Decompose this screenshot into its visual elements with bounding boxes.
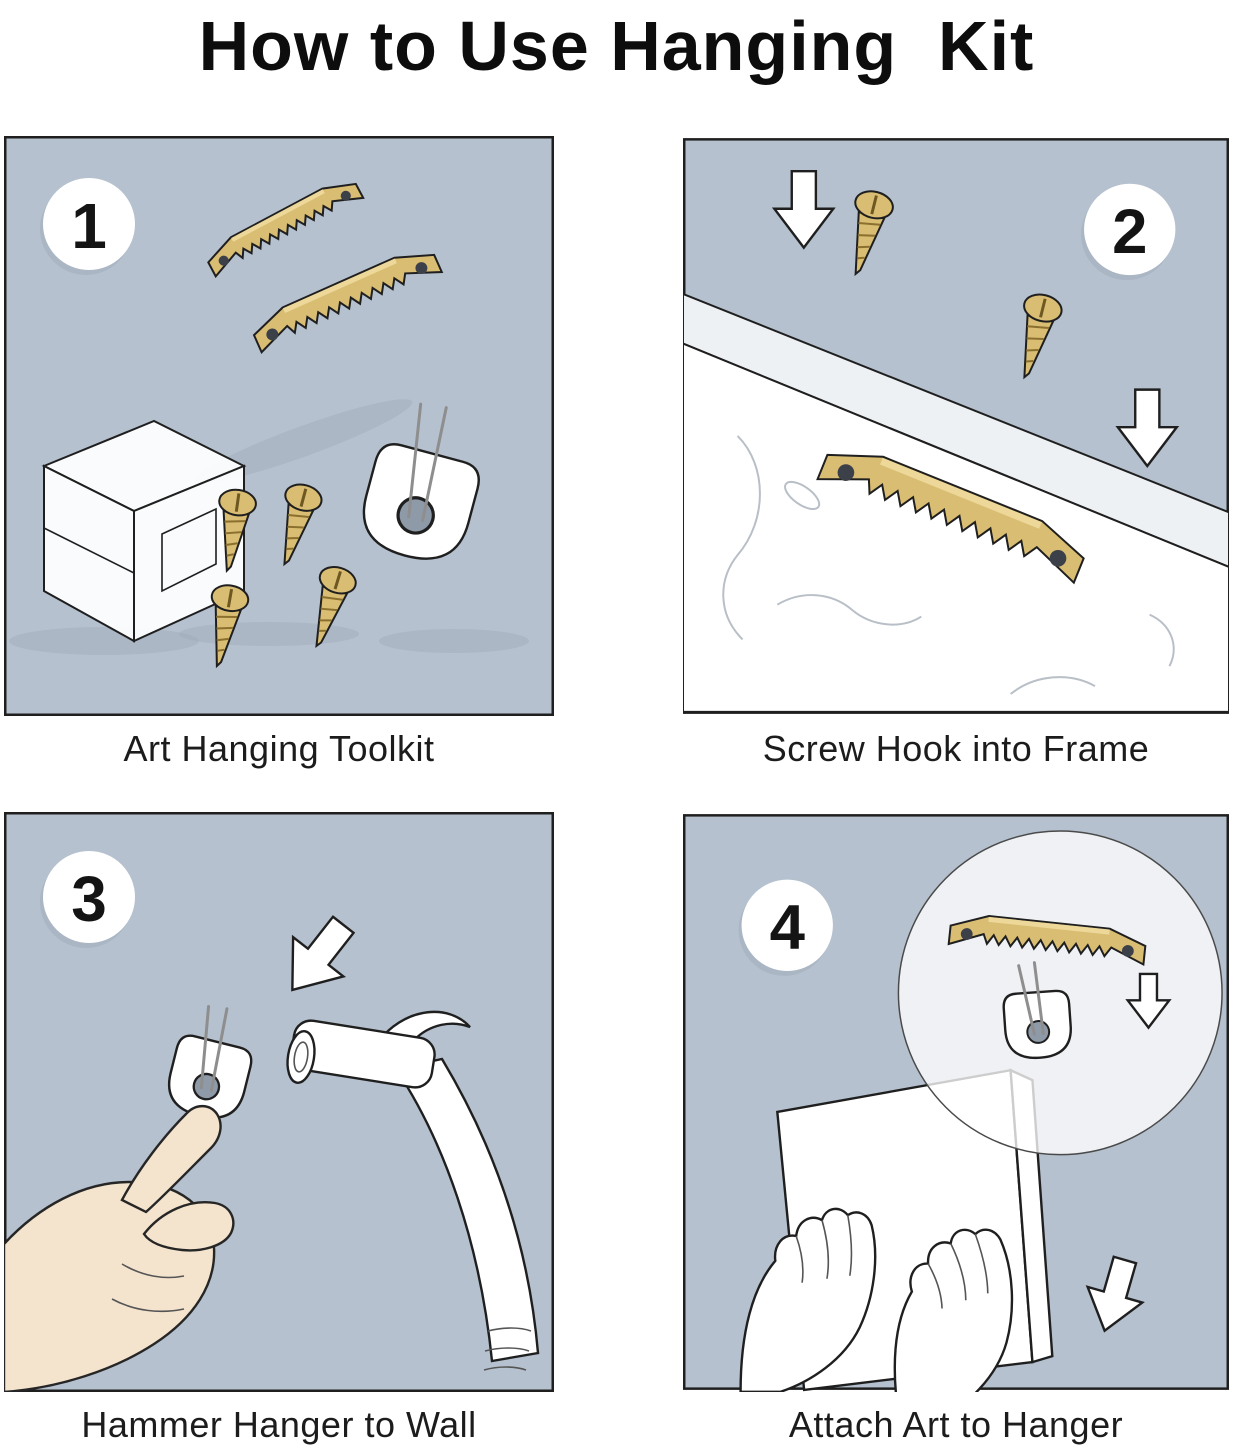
wood-grain: [722, 435, 1175, 695]
step-number: 1: [71, 190, 107, 262]
step-4-illustration: 4: [683, 812, 1229, 1392]
step-number-badge: 2: [1081, 183, 1176, 281]
step-number: 4: [770, 892, 805, 963]
step-3-canvas: 3: [4, 812, 554, 1392]
step-number: 2: [1112, 196, 1147, 267]
step-4-caption: Attach Art to Hanger: [788, 1404, 1124, 1445]
step-3: 3 Hammer Hanger to Wall: [4, 812, 554, 1446]
step-1-caption: Art Hanging Toolkit: [123, 728, 435, 769]
step-number-badge: 4: [738, 879, 833, 976]
step-4: 4 Attach Art to Hanger: [683, 812, 1229, 1446]
step-2-caption: Screw Hook into Frame: [762, 728, 1150, 769]
step-1-illustration: 1: [4, 136, 554, 716]
frame-molding: [683, 292, 1229, 713]
zoom-detail: [897, 830, 1223, 1156]
thumb: [142, 1201, 235, 1252]
step-1: 1 Art Hanging Toolkit: [4, 136, 554, 770]
hammer-icon: [284, 1012, 538, 1370]
steps-grid: 1 Art Hanging Toolkit: [0, 136, 1233, 1446]
step-number: 3: [71, 863, 107, 935]
step-number-badge: 1: [40, 178, 135, 275]
step-2-canvas: 2: [683, 138, 1229, 714]
step-2: 2 Screw Hook into Frame: [683, 136, 1229, 770]
step-1-canvas: 1: [4, 136, 554, 716]
page-title: How to Use Hanging Kit: [198, 7, 1035, 85]
step-number-badge: 3: [40, 851, 135, 948]
hand-holding-hanger: [4, 997, 265, 1392]
step-2-illustration: 2: [683, 136, 1229, 716]
step-4-canvas: 4: [683, 814, 1229, 1392]
index-finger: [120, 1104, 222, 1214]
step-3-illustration: 3: [4, 812, 554, 1392]
step-3-caption: Hammer Hanger to Wall: [81, 1404, 477, 1445]
